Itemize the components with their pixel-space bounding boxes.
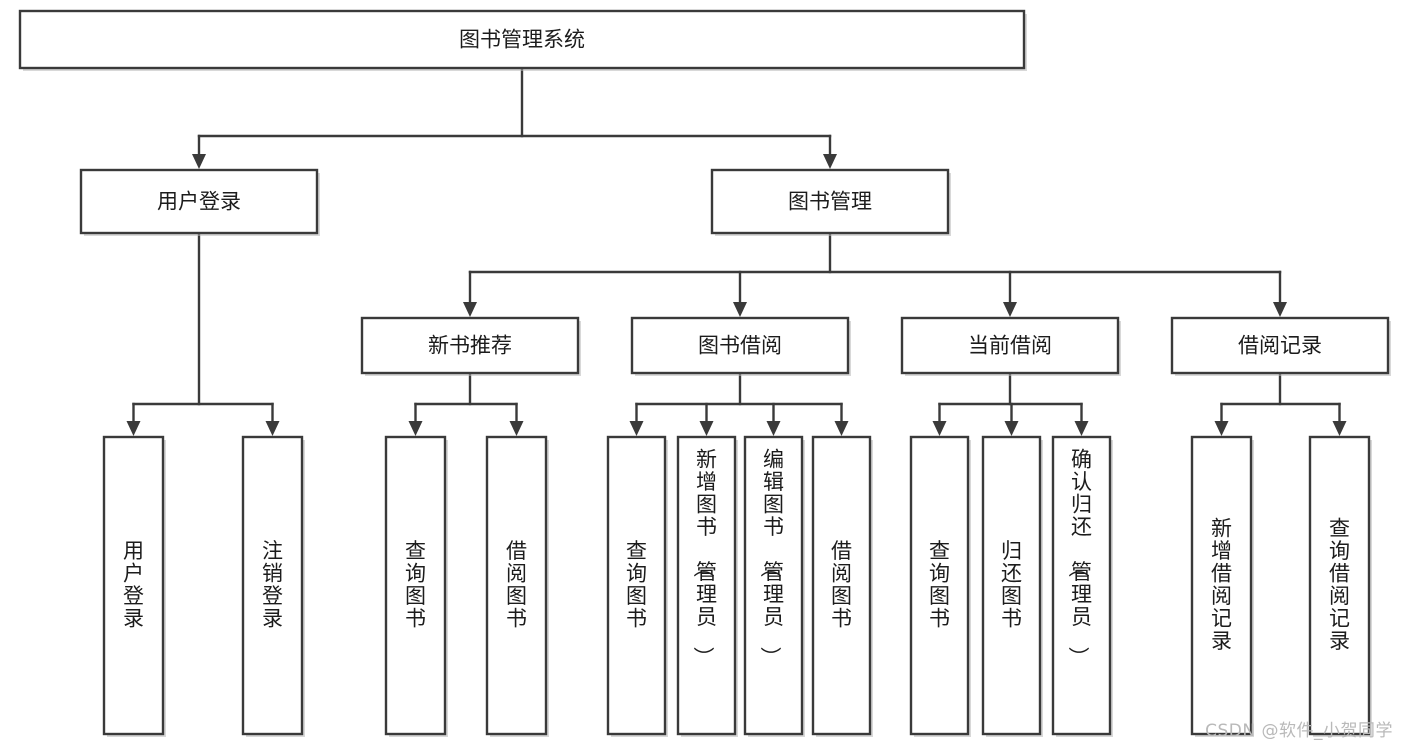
node-current-borrow[interactable]: 当前借阅 (900, 316, 1121, 376)
node-label: 借阅记录 (1238, 334, 1322, 358)
arrow-head-icon (192, 154, 206, 169)
connector-group-bus-book-borrow (629, 371, 849, 436)
node-rect[interactable] (384, 435, 447, 736)
node-root[interactable]: 图书管理系统 (18, 9, 1027, 71)
node-fn-br-query-record[interactable]: 查询借阅记录 (1308, 435, 1372, 737)
node-fn-cb-return-book[interactable]: 归还图书 (981, 435, 1043, 737)
node-rect[interactable] (743, 435, 804, 736)
node-label: 查询图书 (929, 539, 950, 631)
node-rect[interactable] (900, 316, 1120, 375)
node-fn-user-login[interactable]: 用户登录 (102, 435, 166, 737)
node-rect[interactable] (606, 435, 667, 736)
node-fn-bw-borrow-book[interactable]: 借阅图书 (811, 435, 873, 737)
connector-group-bus-current-borrow (932, 371, 1089, 436)
node-label: 图书管理系统 (459, 28, 585, 52)
node-label: 编辑图书（管理员） (758, 448, 784, 668)
node-label: 图书借阅 (698, 334, 782, 358)
arrow-head-icon (463, 302, 477, 317)
connector-group-bus-new-book-rec (408, 371, 524, 436)
arrow-head-icon (699, 421, 714, 436)
connectors-layer (126, 66, 1347, 436)
node-rect[interactable] (485, 435, 548, 736)
node-label: 新增借阅记录 (1211, 517, 1232, 654)
node-rect[interactable] (811, 435, 872, 736)
arrow-head-icon (823, 154, 837, 169)
node-rect[interactable] (1051, 435, 1112, 736)
node-rect[interactable] (360, 316, 580, 375)
node-rect[interactable] (676, 435, 737, 736)
node-label: 用户登录 (157, 190, 241, 214)
node-rect[interactable] (909, 435, 970, 736)
node-label: 用户登录 (123, 539, 144, 631)
node-rect[interactable] (102, 435, 165, 736)
nodes-layer: 图书管理系统用户登录图书管理新书推荐图书借阅当前借阅借阅记录用户登录注销登录查询… (18, 9, 1391, 737)
node-rect[interactable] (1170, 316, 1390, 375)
node-fn-rec-borrow-book[interactable]: 借阅图书 (485, 435, 549, 737)
arrow-head-icon (733, 302, 747, 317)
node-label: 查询图书 (626, 539, 647, 631)
arrow-head-icon (1214, 421, 1229, 436)
node-user-login[interactable]: 用户登录 (79, 168, 320, 236)
arrow-head-icon (1074, 421, 1089, 436)
node-rect[interactable] (710, 168, 950, 235)
node-rect[interactable] (1190, 435, 1253, 736)
arrow-head-icon (629, 421, 644, 436)
node-fn-bw-add-book[interactable]: 新增图书（管理员） (676, 435, 738, 737)
node-label: 新书推荐 (428, 334, 512, 358)
node-label: 图书管理 (788, 190, 872, 214)
arrow-head-icon (1273, 302, 1287, 317)
node-rect[interactable] (1308, 435, 1371, 736)
node-label: 查询借阅记录 (1329, 517, 1350, 654)
arrow-head-icon (1332, 421, 1347, 436)
node-rect[interactable] (630, 316, 850, 375)
node-label: 新增图书（管理员） (691, 448, 717, 668)
connector-group-bus-book-manage (463, 231, 1287, 317)
watermark: CSDN @软件_小贺同学 (1205, 721, 1393, 741)
node-fn-bw-edit-book[interactable]: 编辑图书（管理员） (743, 435, 805, 737)
node-label: 归还图书 (1001, 539, 1022, 631)
node-fn-cb-query-book[interactable]: 查询图书 (909, 435, 971, 737)
node-label: 当前借阅 (968, 334, 1052, 358)
arrow-head-icon (408, 421, 423, 436)
node-label: 借阅图书 (831, 539, 852, 631)
arrow-head-icon (1004, 421, 1019, 436)
arrow-head-icon (834, 421, 849, 436)
node-borrow-record[interactable]: 借阅记录 (1170, 316, 1391, 376)
node-rect[interactable] (241, 435, 304, 736)
node-label: 查询图书 (405, 539, 426, 631)
node-rect[interactable] (18, 9, 1026, 70)
arrow-head-icon (509, 421, 524, 436)
node-fn-rec-query-book[interactable]: 查询图书 (384, 435, 448, 737)
connector-group-bus-borrow-record (1214, 371, 1347, 436)
connector-group-bus-root (192, 66, 837, 169)
arrow-head-icon (126, 421, 141, 436)
node-book-manage[interactable]: 图书管理 (710, 168, 951, 236)
node-rect[interactable] (981, 435, 1042, 736)
arrow-head-icon (1003, 302, 1017, 317)
connector-group-bus-user-login (126, 231, 280, 436)
node-label: 注销登录 (262, 539, 283, 631)
node-rect[interactable] (79, 168, 319, 235)
node-book-borrow[interactable]: 图书借阅 (630, 316, 851, 376)
arrow-head-icon (766, 421, 781, 436)
node-fn-bw-query-book[interactable]: 查询图书 (606, 435, 668, 737)
arrow-head-icon (932, 421, 947, 436)
node-label: 确认归还（管理员） (1066, 448, 1092, 668)
node-fn-user-logout[interactable]: 注销登录 (241, 435, 305, 737)
node-new-book-rec[interactable]: 新书推荐 (360, 316, 581, 376)
node-label: 借阅图书 (506, 539, 527, 631)
arrow-head-icon (265, 421, 280, 436)
node-fn-cb-confirm-return[interactable]: 确认归还（管理员） (1051, 435, 1113, 737)
node-fn-br-add-record[interactable]: 新增借阅记录 (1190, 435, 1254, 737)
